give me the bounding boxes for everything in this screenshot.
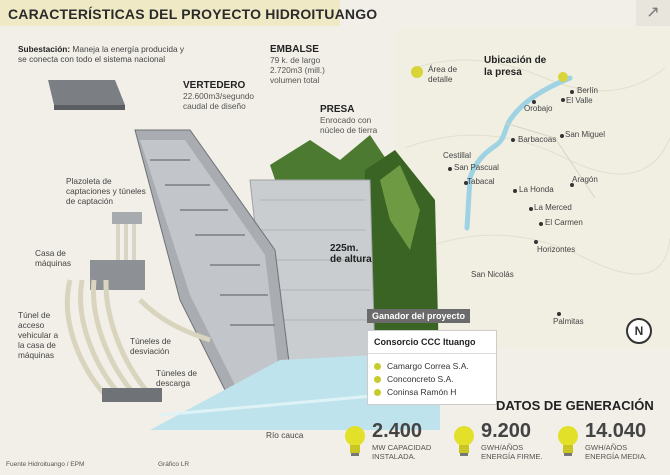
- intake-structure: [112, 212, 142, 224]
- town-tabacal: Tabacal: [467, 177, 495, 186]
- winner-name: Consorcio CCC Ituango: [368, 331, 496, 354]
- stat-capacity: 2.400 MW CAPACIDAD INSTALADA.: [344, 420, 431, 461]
- town-dot: [534, 240, 538, 244]
- embalse-line: 2.720m3 (mill.): [270, 65, 325, 75]
- location-map: [395, 28, 670, 348]
- bullet-icon: [374, 375, 381, 383]
- embalse-line: 79 k. de largo: [270, 55, 321, 65]
- tuneles-desviacion-label: Túneles de desviación: [130, 336, 172, 356]
- stat-value: 9.200: [481, 420, 532, 442]
- stat-label: INSTALADA.: [372, 452, 416, 461]
- town-dot: [570, 90, 574, 94]
- embalse-head: EMBALSE: [270, 44, 319, 55]
- stat-label: GWH/AÑOS: [481, 443, 524, 452]
- town-dot: [560, 134, 564, 138]
- stat-value: 2.400: [372, 420, 423, 442]
- lightbulb-icon: [454, 425, 474, 456]
- winner-member: Conconcreto S.A.: [374, 374, 490, 384]
- altura-value: 225m.: [330, 243, 359, 254]
- lightbulb-icon: [345, 425, 365, 456]
- presa-line: Enrocado con: [320, 115, 372, 125]
- substation-building: [48, 80, 125, 105]
- town-san-pascual: San Pascual: [454, 163, 499, 172]
- town-dot: [448, 167, 452, 171]
- stat-label: ENERGÍA FIRME.: [481, 452, 543, 461]
- town-aragon: Aragón: [572, 175, 598, 184]
- stat-mean-energy: 14.040 GWH/AÑOS ENERGÍA MEDIA.: [557, 420, 647, 461]
- stat-value: 14.040: [585, 420, 647, 442]
- bullet-icon: [374, 388, 381, 396]
- winner-box: Ganador del proyecto Consorcio CCC Ituan…: [367, 306, 497, 405]
- town-dot: [539, 222, 543, 226]
- diversion-tunnels: [138, 298, 211, 343]
- altura-unit: de altura: [330, 254, 372, 265]
- town-dot: [561, 98, 565, 102]
- vertedero-line: caudal de diseño: [183, 101, 246, 111]
- stat-firm-energy: 9.200 GWH/AÑOS ENERGÍA FIRME.: [453, 420, 543, 461]
- town-dot: [464, 181, 468, 185]
- town-san-nicolas: San Nicolás: [471, 270, 514, 279]
- tuneles-descarga-label: Túneles de descarga: [156, 368, 198, 388]
- winner-member: Coninsa Ramón H: [374, 387, 490, 397]
- town-dot: [570, 183, 574, 187]
- town-dot: [532, 100, 536, 104]
- dam-location-marker: [558, 72, 568, 82]
- vertedero-line: 22.600m3/segundo: [183, 91, 255, 101]
- winner-list: Camargo Correa S.A. Conconcreto S.A. Con…: [368, 354, 496, 404]
- winner-member: Camargo Correa S.A.: [374, 361, 490, 371]
- area-detalle-label: Área de detalle: [428, 64, 458, 84]
- town-la-honda: La Honda: [519, 185, 554, 194]
- presa-line: núcleo de tierra: [320, 125, 378, 135]
- plazoleta-label: Plazoleta de captaciones y túneles de ca…: [66, 176, 146, 206]
- stat-label: ENERGÍA MEDIA.: [585, 452, 648, 461]
- discharge-tunnels: [64, 279, 112, 402]
- stat-label: GWH/AÑOS: [585, 443, 628, 452]
- page-title: CARACTERÍSTICAS DEL PROYECTO HIDROITUANG…: [8, 6, 378, 22]
- casa-maquinas-label: Casa de máquinas: [35, 248, 71, 268]
- embalse-block: EMBALSE 79 k. de largo 2.720m3 (mill.) v…: [270, 44, 340, 85]
- town-palmitas: Palmitas: [553, 317, 584, 326]
- town-la-merced: La Merced: [534, 203, 572, 212]
- vertedero-head: VERTEDERO: [183, 80, 246, 91]
- town-el-valle: El Valle: [566, 96, 593, 105]
- town-dot: [513, 189, 517, 193]
- town-berlin: Berlín: [577, 86, 598, 95]
- winner-head: Ganador del proyecto: [367, 309, 471, 323]
- powerhouse: [90, 260, 145, 290]
- rio-cauca-label: Río cauca: [266, 430, 304, 440]
- presa-block: PRESA Enrocado con núcleo de tierra: [320, 104, 400, 135]
- dam-illustration: [48, 80, 440, 430]
- lightbulb-icon: [558, 425, 578, 456]
- expand-arrow-icon[interactable]: ↗: [636, 0, 670, 26]
- town-dot: [557, 312, 561, 316]
- area-detalle-marker: [411, 66, 423, 78]
- stat-label: MW CAPACIDAD: [372, 443, 432, 452]
- town-dot: [511, 138, 515, 142]
- altura-block: 225m. de altura: [330, 243, 380, 265]
- winner-card: Consorcio CCC Ituango Camargo Correa S.A…: [367, 330, 497, 405]
- graphic-credit: Gráfico LR: [158, 461, 190, 468]
- town-cestillal: Cestillal: [443, 151, 472, 160]
- bullet-icon: [374, 362, 381, 370]
- tunel-acceso-label: Túnel de acceso vehicular a la casa de m…: [18, 310, 59, 360]
- vertedero-block: VERTEDERO 22.600m3/segundo caudal de dis…: [183, 80, 273, 111]
- town-dot: [529, 207, 533, 211]
- town-horizontes: Horizontes: [537, 245, 576, 254]
- presa-head: PRESA: [320, 104, 355, 115]
- source-credit: Fuente Hidroituango / EPM: [6, 461, 85, 468]
- title-bar: [0, 0, 340, 26]
- subestacion-label: Subestación: Maneja la energía producida…: [18, 44, 185, 64]
- embalse-line: volumen total: [270, 75, 320, 85]
- town-orobajo: Orobajo: [524, 104, 553, 113]
- ubicacion-label: Ubicación de la presa: [484, 55, 547, 78]
- generation-title: DATOS DE GENERACIÓN: [496, 398, 654, 413]
- compass-icon: N: [626, 318, 652, 344]
- town-barbacoas: Barbacoas: [518, 135, 557, 144]
- town-san-miguel: San Miguel: [565, 130, 606, 139]
- river-cauca-map: [464, 75, 573, 231]
- town-el-carmen: El Carmen: [545, 218, 583, 227]
